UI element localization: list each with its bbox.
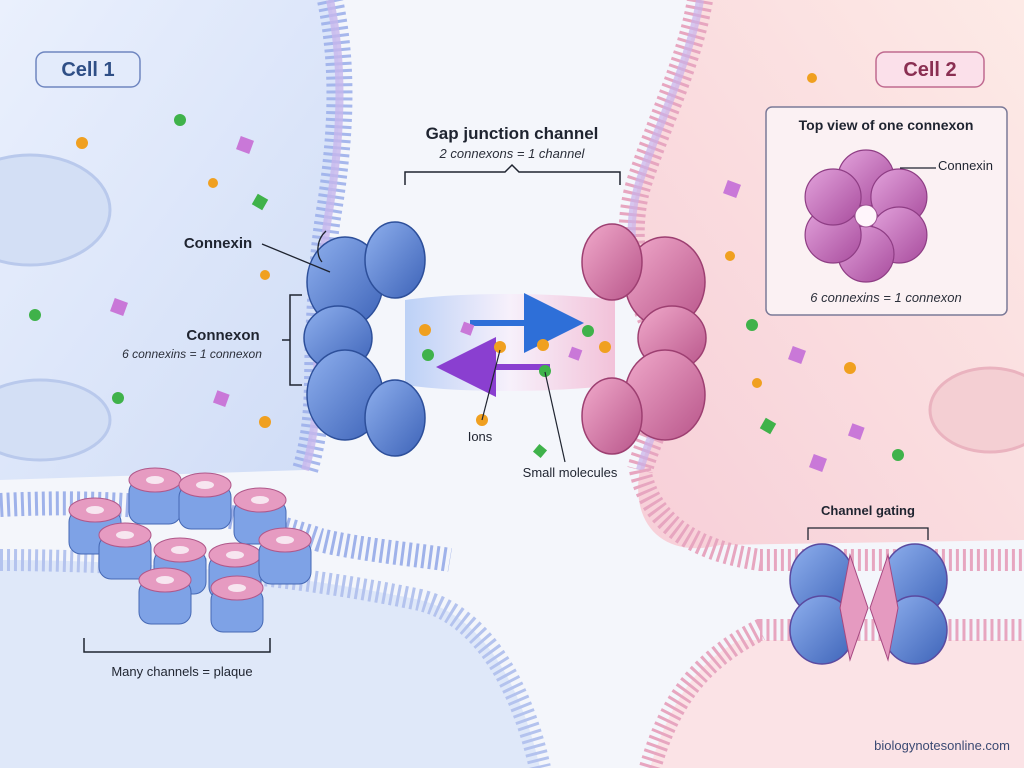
connexin-label: Connexin — [184, 235, 252, 252]
diagram-title: Gap junction channel — [426, 124, 599, 143]
ions-label: Ions — [468, 429, 493, 444]
ion — [599, 341, 611, 353]
plaque-channel — [210, 575, 264, 633]
inset-title: Top view of one connexon — [799, 117, 974, 133]
diagram-subtitle: 2 connexons = 1 channel — [439, 146, 586, 161]
inset-note: 6 connexins = 1 connexon — [810, 290, 961, 305]
plaque-channel — [128, 467, 182, 525]
small-molecule — [422, 349, 434, 361]
connexon-bracket — [282, 294, 302, 386]
small-molecule — [582, 325, 594, 337]
inset-pore — [854, 204, 878, 228]
cell-1-badge: Cell 1 — [35, 51, 141, 88]
plaque-channel — [258, 527, 312, 585]
connexin-subunit — [581, 377, 643, 455]
small-molecule-cube — [460, 321, 475, 336]
plaque-channel — [178, 472, 232, 530]
ions-pointer — [481, 349, 501, 421]
connexin-pointer — [261, 243, 331, 273]
cell-2-organelle — [928, 366, 1024, 454]
plaque-channel — [98, 522, 152, 580]
gating-bracket — [807, 527, 929, 540]
small-molecules-pointer — [544, 371, 566, 463]
top-view-inset: Top view of one connexon Connexin 6 conn… — [765, 106, 1008, 316]
ion — [537, 339, 549, 351]
small-molecules-label: Small molecules — [523, 465, 618, 480]
cell-1-lower-body — [0, 560, 540, 768]
ion — [494, 341, 506, 353]
small-molecule — [539, 365, 551, 377]
plaque-label: Many channels = plaque — [111, 664, 252, 679]
plaque-channels — [68, 467, 312, 633]
plaque-channel — [138, 567, 192, 625]
cell-1-label: Cell 1 — [61, 59, 114, 81]
small-molecule-cube — [532, 443, 548, 459]
cell-1-organelle — [0, 378, 112, 462]
plaque-bracket — [83, 638, 271, 653]
gating-label: Channel gating — [821, 503, 915, 518]
gating-channel — [789, 543, 948, 665]
cell-1-particles — [29, 114, 271, 428]
inset-connexin-subunit — [804, 168, 862, 226]
channel-bracket — [404, 163, 621, 185]
connexin-subunit — [364, 379, 426, 457]
cell-1-lower-membrane — [0, 549, 551, 768]
cell-2-label: Cell 2 — [903, 59, 956, 81]
connexin-bracket — [317, 230, 327, 263]
small-molecule-cube — [568, 346, 583, 361]
watermark: biologynotesonline.com — [874, 738, 1010, 753]
connexon-left — [303, 221, 426, 457]
connexon-note: 6 connexins = 1 connexon — [122, 347, 262, 361]
cell-1-organelle — [0, 153, 112, 267]
inset-connexin-label: Connexin — [938, 158, 993, 173]
connexon-label: Connexon — [186, 327, 259, 344]
cell-1-body — [0, 0, 340, 480]
cell-2-particles — [723, 73, 904, 472]
channel-pore — [405, 294, 615, 391]
connexin-subunit — [581, 223, 643, 301]
connexon-right — [581, 223, 707, 455]
cell-2-badge: Cell 2 — [875, 51, 985, 88]
cell-2-lower-body — [650, 640, 1024, 768]
connexin-subunit — [364, 221, 426, 299]
inset-connexon-top-view — [804, 149, 928, 283]
ion — [419, 324, 431, 336]
